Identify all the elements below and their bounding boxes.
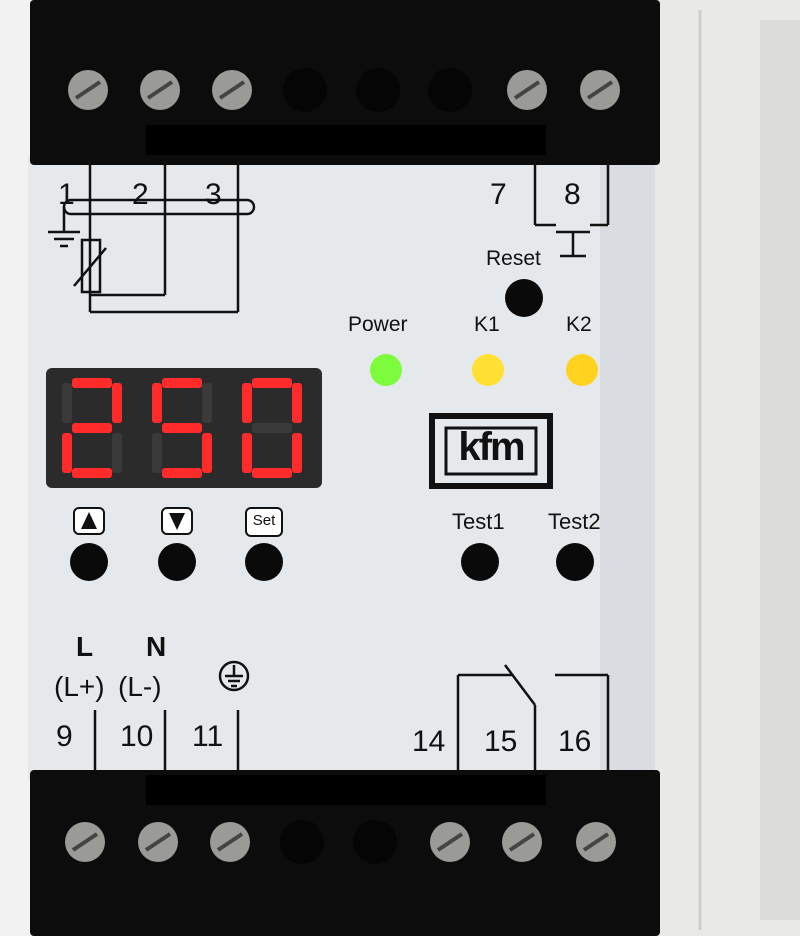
k2-led	[566, 354, 598, 386]
terminal-9-label: 9	[56, 720, 73, 753]
sensor-wiring-diagram	[48, 160, 256, 314]
down-button[interactable]	[158, 543, 196, 581]
kfm-logo	[429, 413, 553, 489]
n-label: N	[146, 631, 167, 662]
terminal-15-label: 15	[484, 725, 518, 758]
digit-2-segment-a	[162, 378, 202, 388]
digit-2-segment-e	[152, 433, 162, 473]
digit-1-segment-f	[62, 383, 72, 423]
terminal-7-label: 7	[490, 178, 507, 211]
set-icon-box	[245, 507, 283, 537]
test2-button[interactable]	[556, 543, 594, 581]
power-led-label: Power	[348, 313, 408, 336]
earth-ground-icon	[218, 660, 250, 692]
digit-3-segment-g	[252, 423, 292, 433]
terminal-2-label: 2	[132, 178, 149, 211]
test2-label: Test2	[548, 509, 601, 534]
reset-wiring-diagram	[533, 160, 610, 258]
display-digits	[62, 378, 302, 478]
terminal-3-label: 3	[205, 178, 222, 211]
terminal-8-label: 8	[564, 178, 581, 211]
test1-label: Test1	[452, 509, 505, 534]
terminal-1-label: 1	[58, 178, 75, 211]
set-button[interactable]	[245, 543, 283, 581]
digit-3-segment-e	[242, 433, 252, 473]
k1-led	[472, 354, 504, 386]
digit-3-segment-c	[292, 433, 302, 473]
top-terminal-screws	[68, 68, 620, 112]
up-button[interactable]	[70, 543, 108, 581]
digit-3-segment-f	[242, 383, 252, 423]
terminal-16-label: 16	[558, 725, 592, 758]
reset-button[interactable]	[505, 279, 543, 317]
digit-2-segment-f	[152, 383, 162, 423]
l-label: L	[76, 631, 94, 662]
arrow-up-icon	[81, 512, 97, 529]
power-led	[370, 354, 402, 386]
digit-1-segment-c	[112, 433, 122, 473]
digit-1-segment-e	[62, 433, 72, 473]
relay-contact-diagram	[456, 664, 610, 770]
digit-1-segment-g	[72, 423, 112, 433]
seven-segment-display: 250	[46, 368, 322, 488]
digit-1-segment-d	[72, 468, 112, 478]
l-plus-label: (L+)	[54, 671, 105, 702]
set-button-label: Set	[252, 512, 276, 529]
digit-1-segment-a	[72, 378, 112, 388]
l-minus-label: (L-)	[118, 671, 162, 702]
reset-label: Reset	[486, 247, 541, 270]
digit-1-segment-b	[112, 383, 122, 423]
terminal-14-label: 14	[412, 725, 446, 758]
terminal-11-label: 11	[192, 720, 224, 753]
terminal-10-label: 10	[120, 720, 154, 753]
k1-led-label: K1	[474, 313, 500, 336]
test1-button[interactable]	[461, 543, 499, 581]
digit-2-segment-g	[162, 423, 202, 433]
bottom-terminal-screws	[65, 820, 616, 864]
kfm-logo-text: kfm	[458, 425, 525, 469]
arrow-down-icon	[169, 513, 185, 530]
digit-2-segment-d	[162, 468, 202, 478]
digit-3-segment-b	[292, 383, 302, 423]
digit-3-segment-a	[252, 378, 292, 388]
digit-3-segment-d	[252, 468, 292, 478]
digit-2-segment-c	[202, 433, 212, 473]
digit-2-segment-b	[202, 383, 212, 423]
k2-led-label: K2	[566, 313, 592, 336]
